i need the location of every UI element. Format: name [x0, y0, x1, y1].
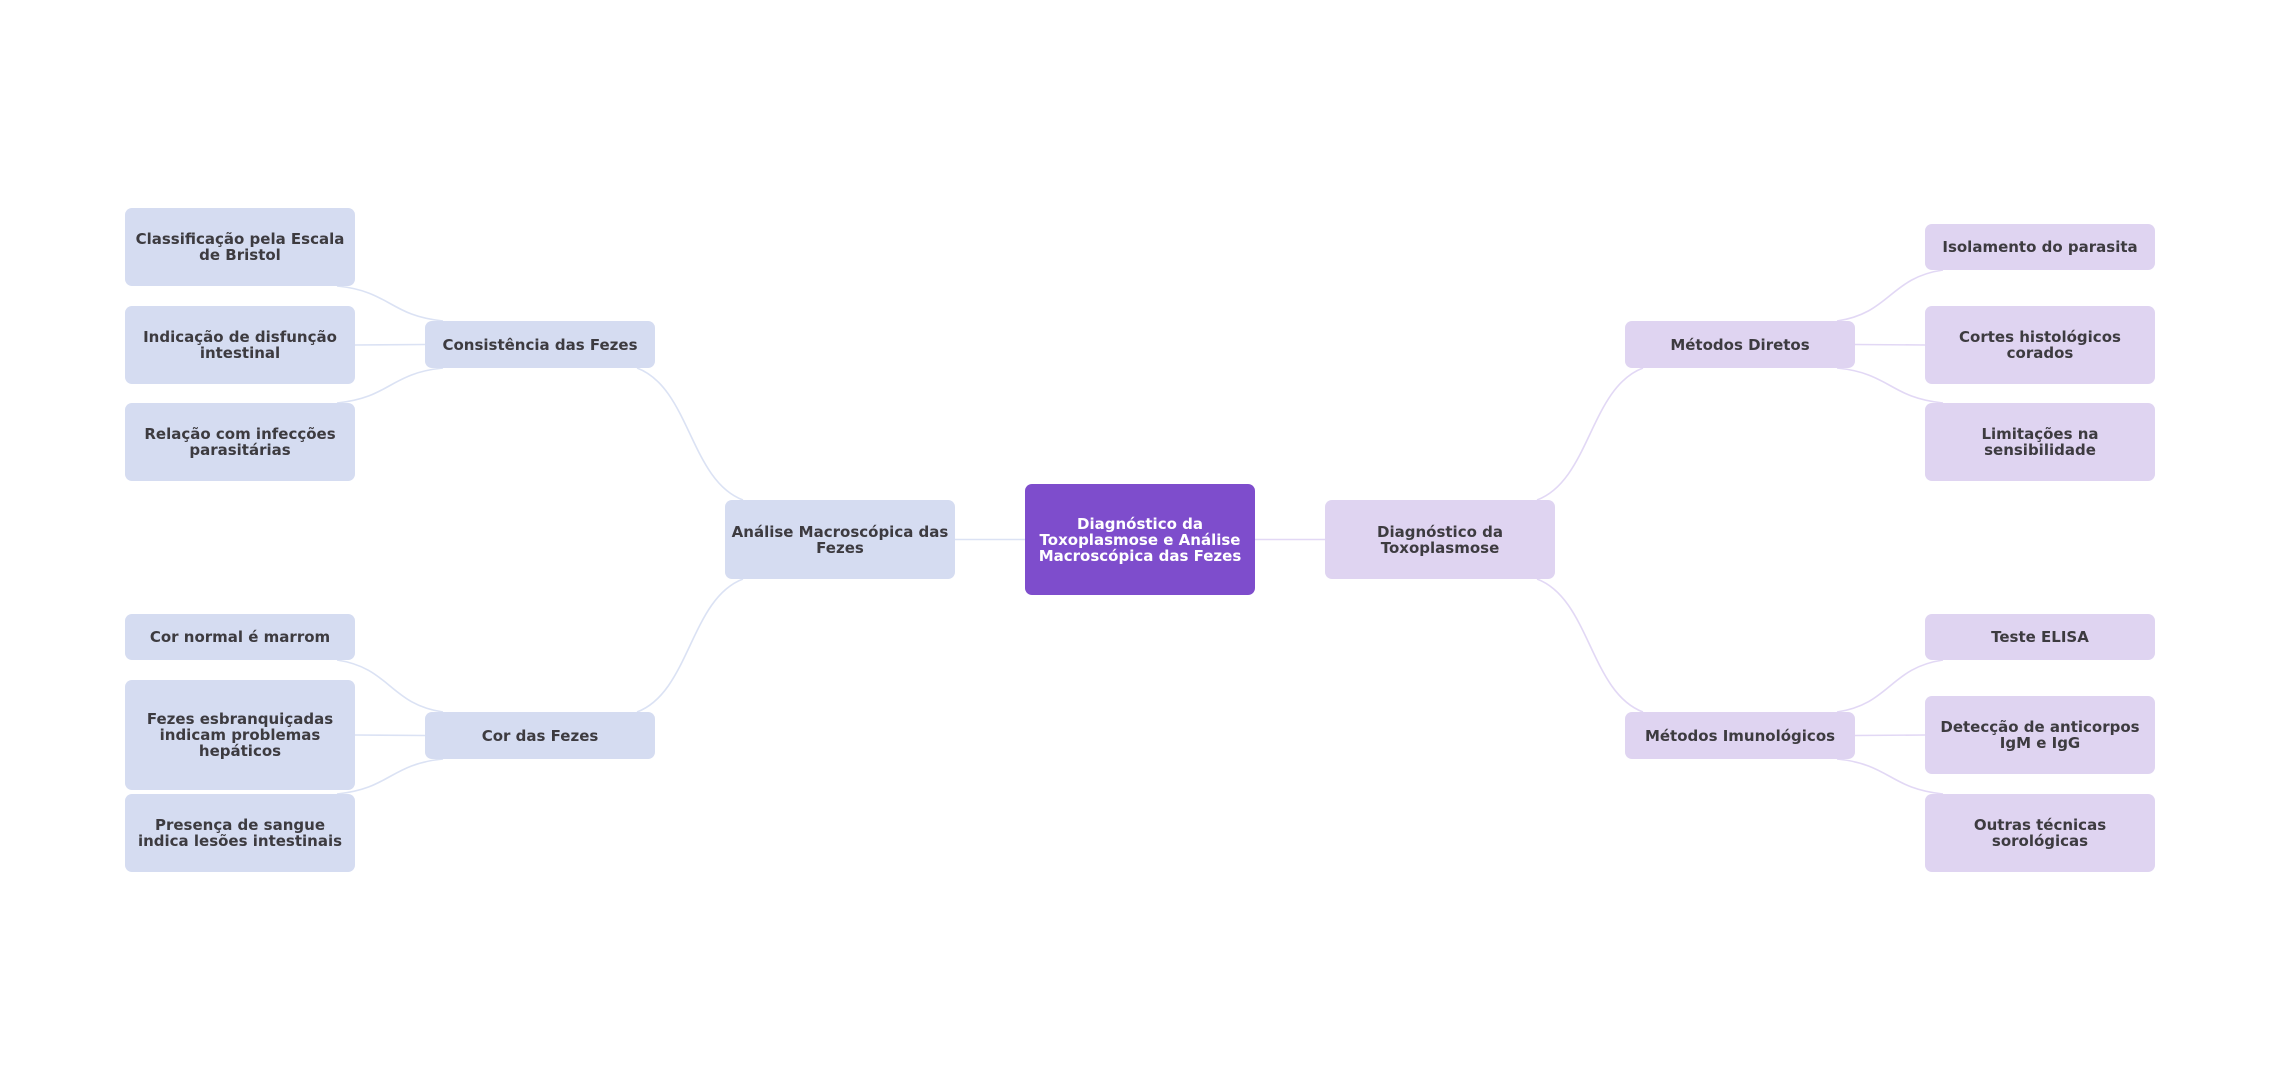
leaf-node-label: Outras técnicas sorológicas	[1973, 816, 2107, 850]
leaf-node-label: Presença de sangue indica lesões intesti…	[137, 816, 343, 850]
leaf-node-escala-bristol[interactable]: Classificação pela Escala de Bristol	[125, 208, 355, 286]
branch-node-label: Diagnóstico da Toxoplasmose	[1377, 522, 1503, 557]
leaf-node-fezes-esbranquicadas[interactable]: Fezes esbranquiçadas indicam problemas h…	[125, 680, 355, 790]
connector-consistencia-to-leaf-0	[336, 285, 444, 322]
root-node-label: Diagnóstico da Toxoplasmose e Análise Ma…	[1038, 514, 1242, 565]
leaf-node-label: Limitações na sensibilidade	[1981, 425, 2099, 459]
leaf-node-label: Detecção de anticorpos IgM e IgG	[1940, 718, 2140, 752]
connector-diretos-to-leaf-2	[1836, 367, 1944, 404]
connector-cor-to-leaf-1	[354, 734, 426, 737]
root-node[interactable]: Diagnóstico da Toxoplasmose e Análise Ma…	[1025, 484, 1255, 595]
connector-diretos-to-leaf-0	[1836, 269, 1944, 322]
leaf-node-outras-tecnicas[interactable]: Outras técnicas sorológicas	[1925, 794, 2155, 872]
subbranch-node-consistencia[interactable]: Consistência das Fezes	[425, 321, 655, 368]
leaf-node-isolamento-parasita[interactable]: Isolamento do parasita	[1925, 224, 2155, 270]
leaf-node-cortes-histologicos[interactable]: Cortes histológicos corados	[1925, 306, 2155, 384]
connector-diagnostico-to-diretos	[1536, 367, 1644, 501]
leaf-node-label: Isolamento do parasita	[1942, 238, 2138, 256]
leaf-node-teste-elisa[interactable]: Teste ELISA	[1925, 614, 2155, 660]
subbranch-node-label: Métodos Imunológicos	[1644, 726, 1836, 745]
subbranch-node-label: Consistência das Fezes	[442, 335, 638, 354]
connector-diretos-to-leaf-1	[1854, 343, 1926, 346]
subbranch-node-metodos-diretos[interactable]: Métodos Diretos	[1625, 321, 1855, 368]
leaf-node-label: Teste ELISA	[1991, 628, 2089, 646]
connector-analise-to-consistencia	[636, 367, 744, 501]
leaf-node-cor-normal[interactable]: Cor normal é marrom	[125, 614, 355, 660]
connector-imunologicos-to-leaf-0	[1836, 659, 1944, 713]
connector-imunologicos-to-leaf-2	[1836, 758, 1944, 795]
subbranch-node-label: Cor das Fezes	[481, 726, 599, 745]
connector-cor-to-leaf-0	[336, 659, 444, 713]
leaf-node-label: Cortes histológicos corados	[1959, 328, 2121, 362]
connector-analise-to-cor	[636, 578, 744, 713]
leaf-node-infeccoes-parasitarias[interactable]: Relação com infecções parasitárias	[125, 403, 355, 481]
leaf-node-label: Cor normal é marrom	[149, 628, 331, 646]
connector-consistencia-to-leaf-2	[336, 367, 444, 404]
leaf-node-label: Relação com infecções parasitárias	[144, 425, 336, 459]
leaf-node-anticorpos-igm-igg[interactable]: Detecção de anticorpos IgM e IgG	[1925, 696, 2155, 774]
leaf-node-label: Classificação pela Escala de Bristol	[135, 230, 345, 264]
subbranch-node-metodos-imunologicos[interactable]: Métodos Imunológicos	[1625, 712, 1855, 759]
connector-consistencia-to-leaf-1	[354, 343, 426, 346]
subbranch-node-label: Métodos Diretos	[1670, 335, 1810, 354]
leaf-node-label: Fezes esbranquiçadas indicam problemas h…	[146, 710, 334, 760]
subbranch-node-cor-das-fezes[interactable]: Cor das Fezes	[425, 712, 655, 759]
connector-cor-to-leaf-2	[336, 758, 444, 795]
connector-imunologicos-to-leaf-1	[1854, 734, 1926, 737]
leaf-node-disfuncao-intestinal[interactable]: Indicação de disfunção intestinal	[125, 306, 355, 384]
leaf-node-presenca-sangue[interactable]: Presença de sangue indica lesões intesti…	[125, 794, 355, 872]
branch-node-label: Análise Macroscópica das Fezes	[731, 522, 949, 557]
leaf-node-limitacoes-sensibilidade[interactable]: Limitações na sensibilidade	[1925, 403, 2155, 481]
branch-node-diagnostico-toxoplasmose[interactable]: Diagnóstico da Toxoplasmose	[1325, 500, 1555, 579]
connector-diagnostico-to-imunologicos	[1536, 578, 1644, 713]
branch-node-analise-macroscopica[interactable]: Análise Macroscópica das Fezes	[725, 500, 955, 579]
leaf-node-label: Indicação de disfunção intestinal	[143, 328, 337, 362]
